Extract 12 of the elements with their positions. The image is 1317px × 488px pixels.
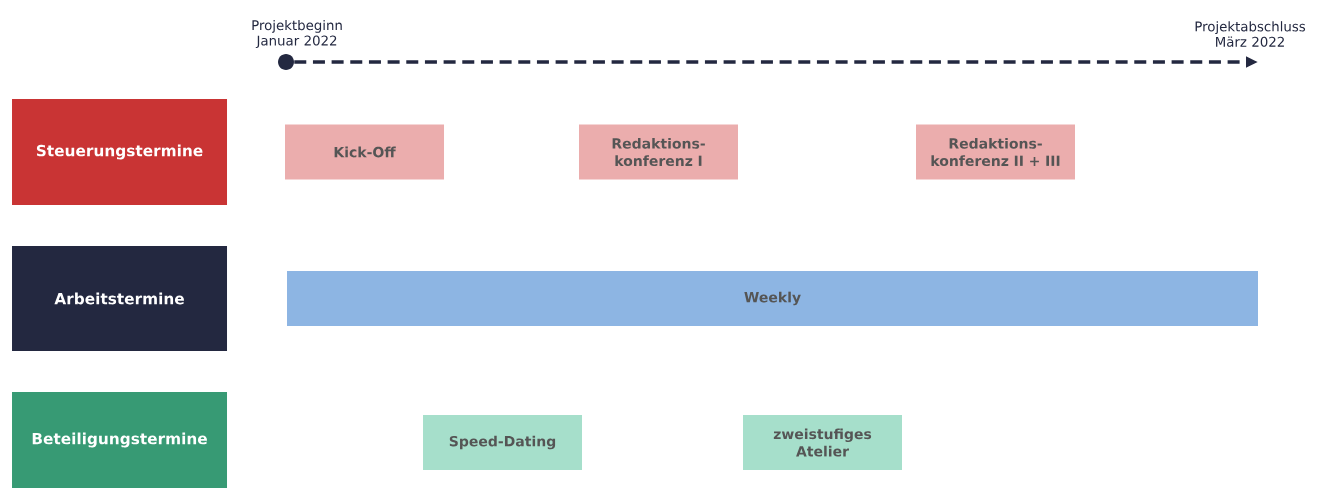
event-box: Kick-Off [285,124,444,180]
event-box: Redaktions-konferenz I [579,124,738,180]
milestone-label: Projektbeginn Januar 2022 [252,19,342,49]
event-box: Weekly [287,271,1258,326]
event-box: Redaktions-konferenz II + III [916,124,1075,180]
start-dot [278,54,294,70]
event-box: zweistufiges Atelier [743,415,902,470]
milestone-label: Projektabschluss März 2022 [1185,17,1315,51]
row-header-box: Steuerungstermine [12,99,227,205]
row-header-box: Beteiligungstermine [12,392,227,488]
row-header-box: Arbeitstermine [12,246,227,351]
event-box: Speed-Dating [423,415,582,470]
